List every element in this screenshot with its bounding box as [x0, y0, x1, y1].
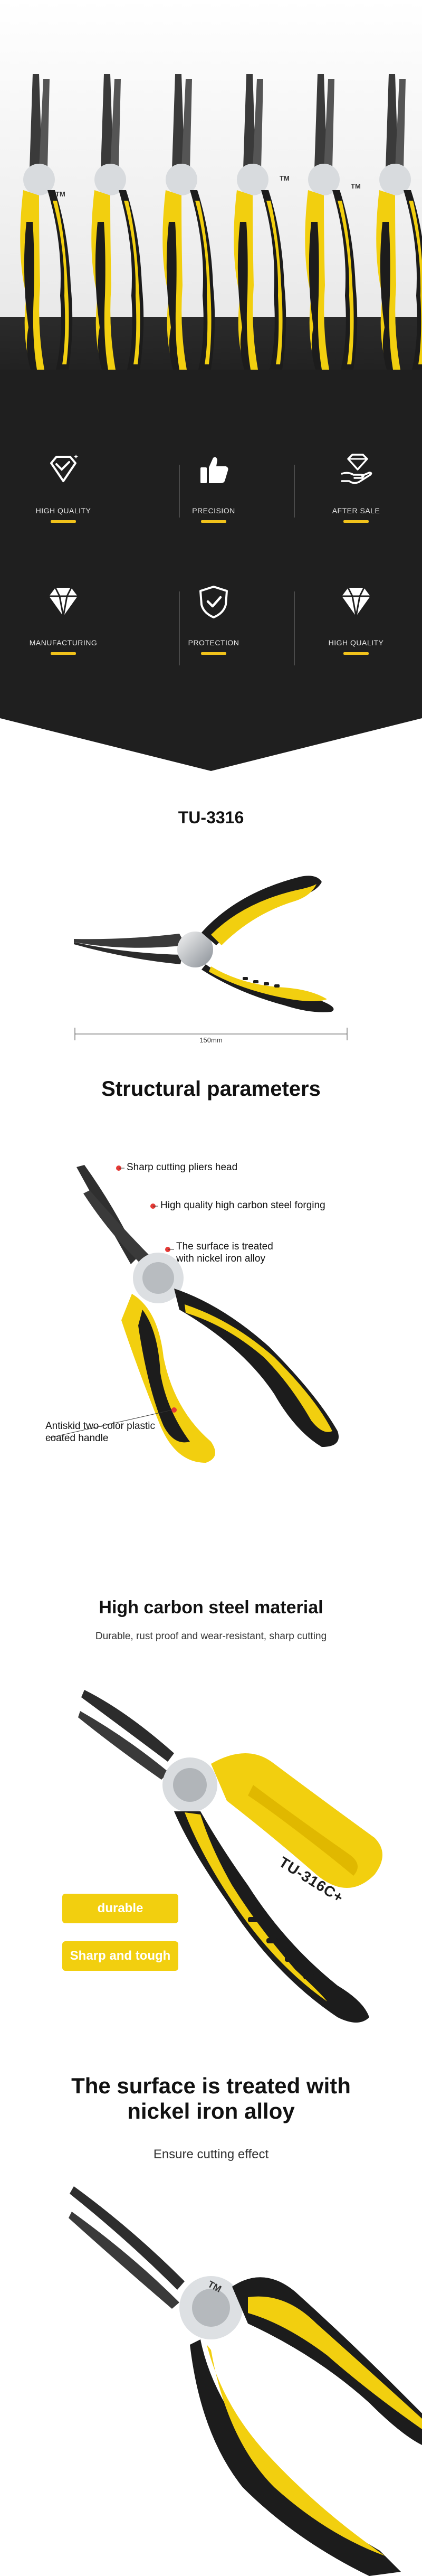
dimension-label: 150mm	[199, 1036, 223, 1044]
structure-pliers-image	[46, 1165, 339, 1463]
hero-engraving-2: TM	[280, 174, 290, 182]
divider	[294, 591, 295, 665]
feature-label: HIGH QUALITY	[35, 506, 91, 515]
hero-engraving-3: TM	[351, 182, 361, 190]
feature-label: PROTECTION	[188, 638, 239, 647]
divider	[294, 465, 295, 518]
feature-item-high-quality: ✦ HIGH QUALITY	[0, 452, 127, 578]
surface-title: The surface is treated with nickel iron …	[0, 2073, 422, 2124]
divider	[179, 465, 180, 518]
feature-label: AFTER SALE	[332, 506, 380, 515]
feature-accent-bar	[51, 652, 76, 655]
hero-plier	[20, 74, 73, 370]
feature-accent-bar	[201, 652, 226, 655]
feature-label: MANUFACTURING	[29, 638, 98, 647]
surface-title-line-1: The surface is treated with	[71, 2073, 351, 2098]
surface-title-line-2: nickel iron alloy	[127, 2099, 295, 2123]
dimension-line	[74, 1028, 348, 1040]
feature-item-after-sale: AFTER SALE	[293, 452, 419, 578]
hero-plier	[234, 74, 286, 370]
material-title: High carbon steel material	[99, 1597, 323, 1618]
model-pliers-image	[74, 876, 334, 1012]
diamond-icon	[342, 587, 370, 617]
hero-plier	[162, 74, 215, 370]
feature-label: PRECISION	[192, 506, 235, 515]
hero-plier	[376, 74, 422, 370]
features-background	[0, 370, 422, 771]
feature-item-manufacturing: MANUFACTURING	[0, 584, 127, 710]
structure-title: Structural parameters	[101, 1077, 321, 1101]
feature-accent-bar	[201, 520, 226, 523]
feature-label: HIGH QUALITY	[328, 638, 384, 647]
badge-sharp-tough: Sharp and tough	[62, 1941, 178, 1971]
callout-nickel-iron: The surface is treated with nickel iron …	[176, 1241, 273, 1264]
feature-item-precision: PRECISION	[150, 452, 277, 578]
model-title: TU-3316	[178, 808, 244, 827]
hero-plier	[91, 74, 144, 370]
divider	[179, 591, 180, 665]
hero-pliers-image	[20, 74, 422, 370]
thumbs-up-icon	[200, 457, 228, 483]
surface-pliers-image	[69, 2186, 422, 2576]
svg-text:✦: ✦	[73, 453, 79, 460]
callout-antiskid-handle: Antiskid two-color plastic coated handle	[45, 1421, 156, 1444]
feature-accent-bar	[343, 652, 369, 655]
hero-banner: TM TM TM	[0, 0, 422, 412]
hero-plier	[305, 74, 358, 370]
feature-accent-bar	[51, 520, 76, 523]
shield-check-icon	[199, 586, 228, 618]
diamond-hand-icon	[341, 454, 372, 484]
feature-item-protection: PROTECTION	[150, 584, 277, 710]
material-subtitle: Durable, rust proof and wear-resistant, …	[95, 1631, 327, 1642]
diamond-check-icon: ✦	[50, 453, 79, 482]
callout-sharp-head: Sharp cutting pliers head	[127, 1162, 238, 1173]
callout-high-carbon: High quality high carbon steel forging	[160, 1200, 325, 1211]
hero-engraving-1: TM	[55, 190, 65, 198]
surface-subtitle: Ensure cutting effect	[153, 2147, 269, 2161]
features-section: ✦ HIGH QUALITY PRECISION AFTER SALE MANU…	[0, 370, 422, 771]
material-pliers-image	[78, 1690, 382, 2023]
feature-item-high-quality-2: HIGH QUALITY	[293, 584, 419, 710]
badge-durable: durable	[62, 1894, 178, 1923]
feature-accent-bar	[343, 520, 369, 523]
diamond-icon	[49, 587, 78, 617]
